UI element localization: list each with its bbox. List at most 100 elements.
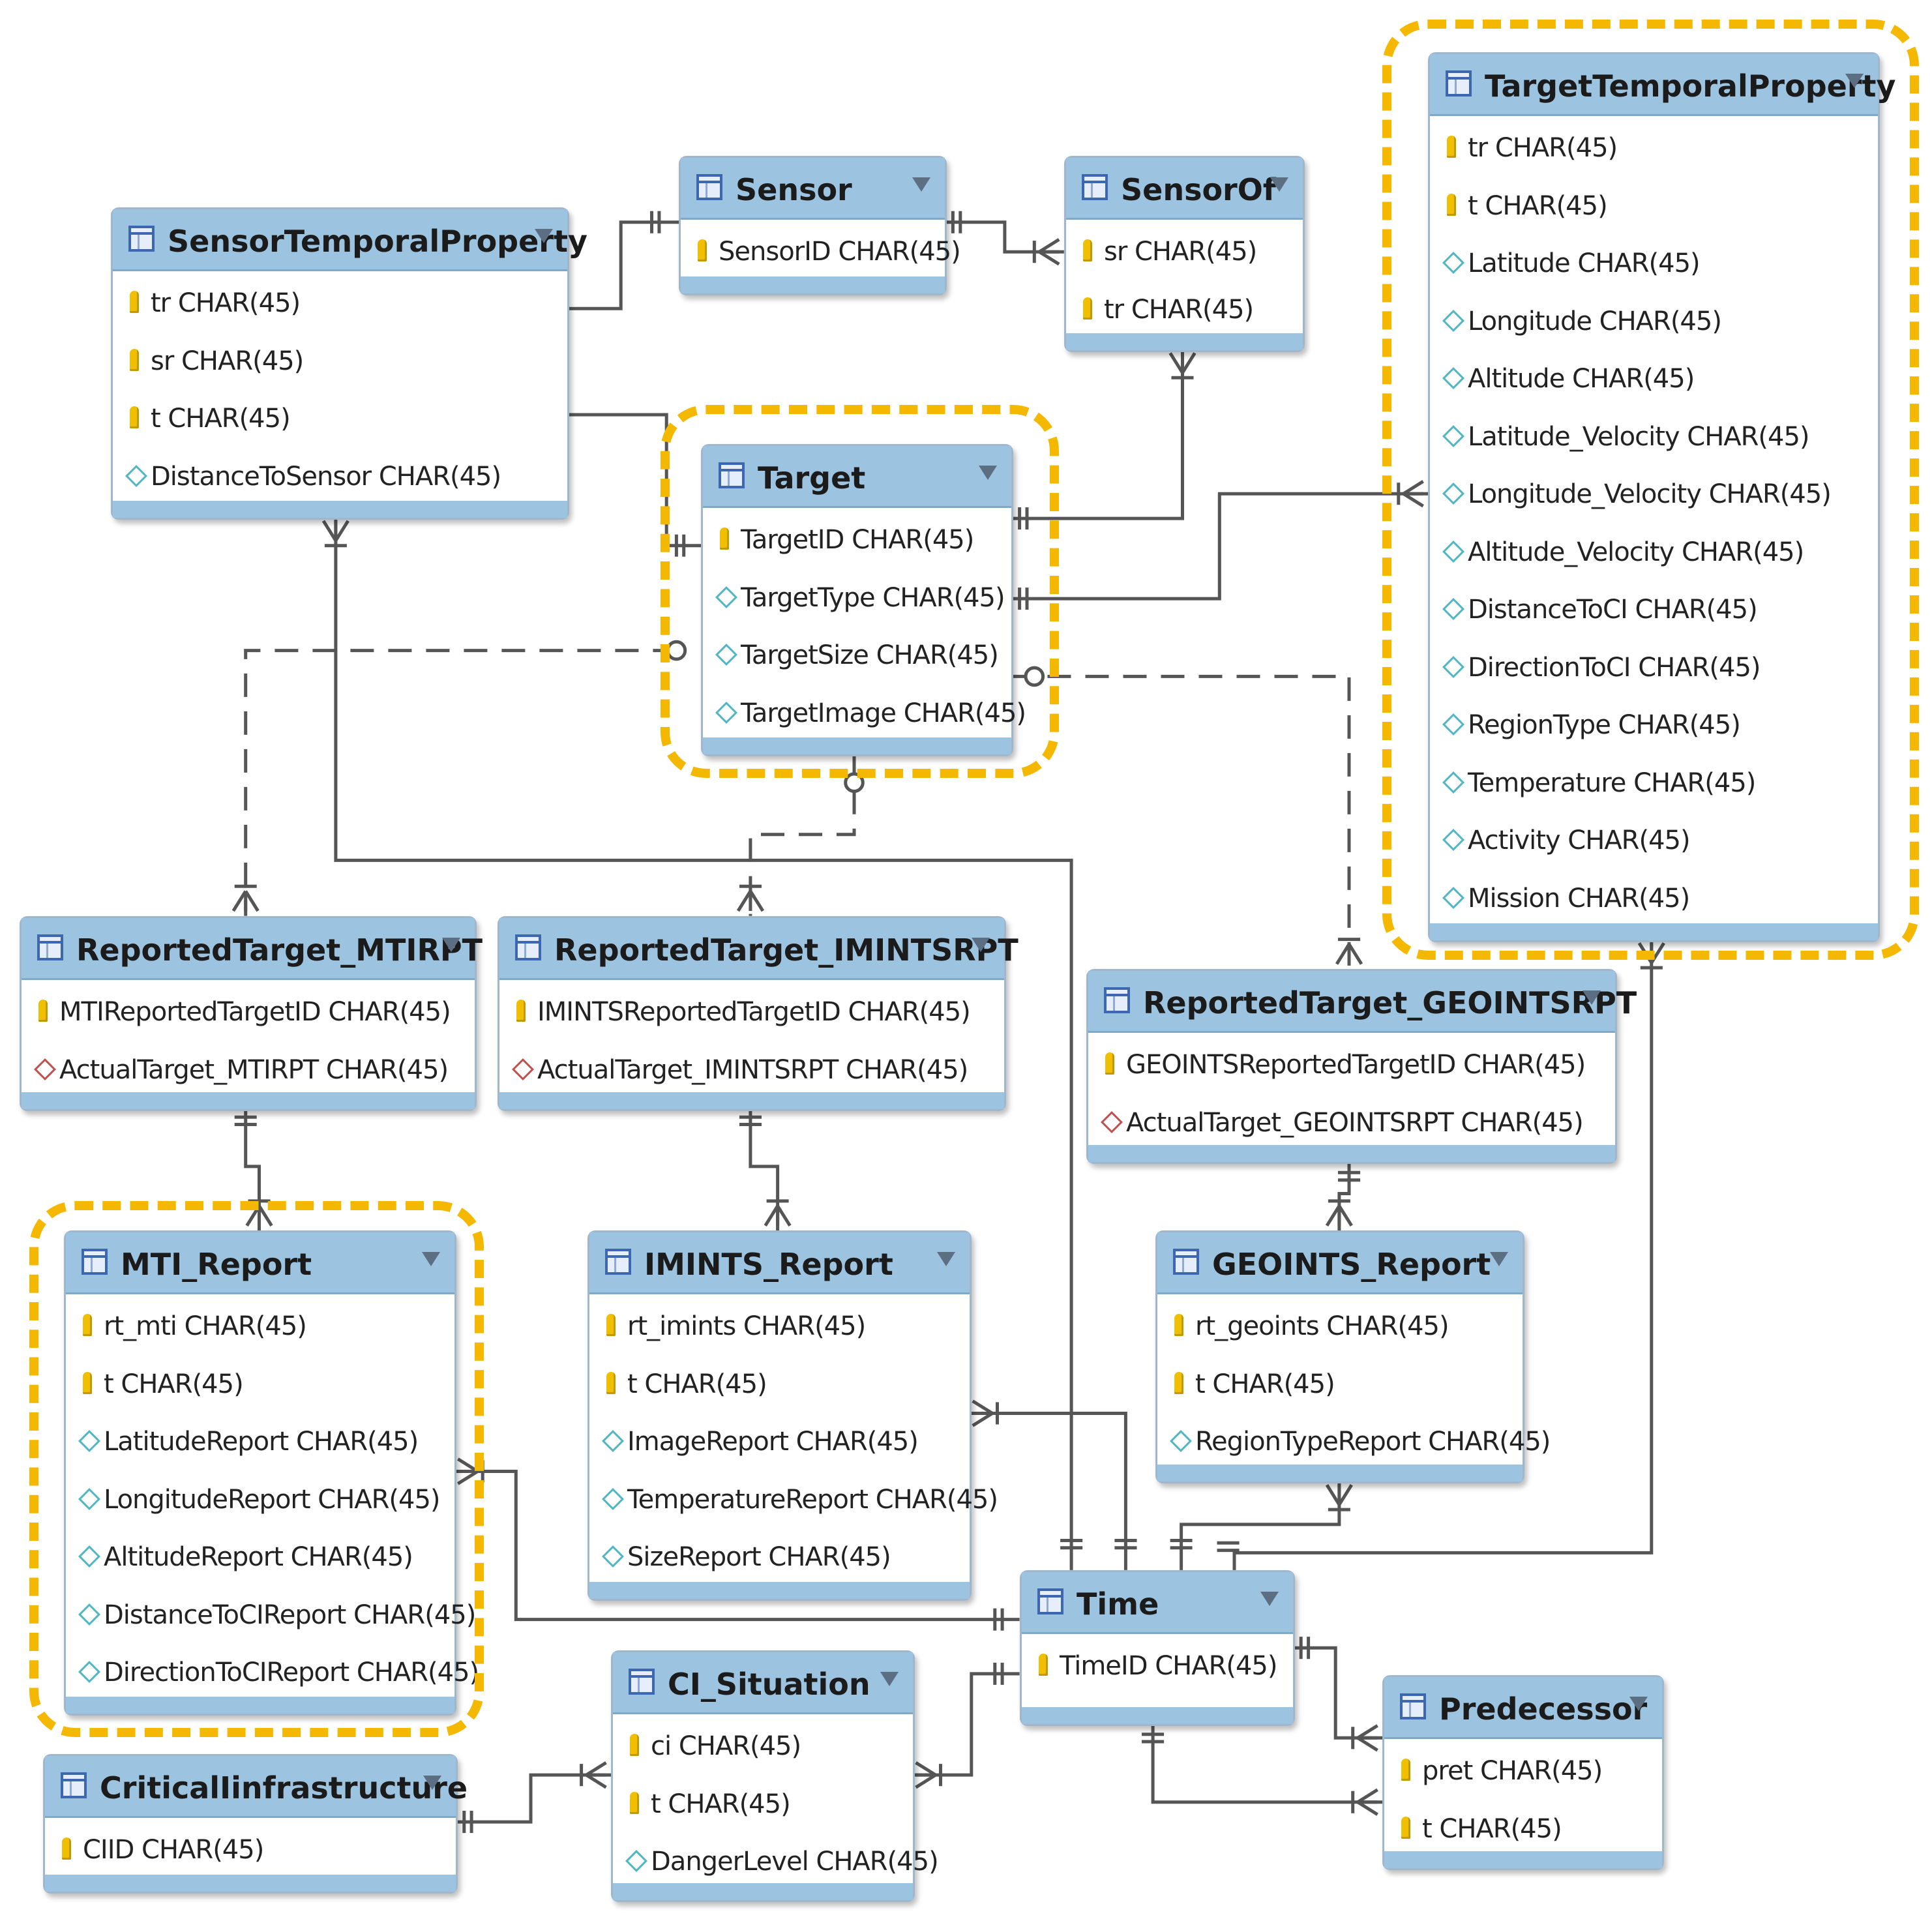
dropdown-arrow-icon[interactable]	[937, 1252, 955, 1266]
column-row[interactable]: DistanceToCIReport CHAR(45)	[66, 1587, 476, 1645]
column-row[interactable]: TemperatureReport CHAR(45)	[589, 1472, 998, 1530]
table-header[interactable]: IMINTS_Report	[589, 1232, 970, 1294]
table-header[interactable]: TargetTemporalProperty	[1430, 54, 1896, 116]
column-row[interactable]: GEOINTSReportedTargetID CHAR(45)	[1088, 1037, 1615, 1095]
table-header[interactable]: CI_Situation	[613, 1652, 913, 1714]
column-row[interactable]: t CHAR(45)	[589, 1356, 970, 1414]
table-header[interactable]: Sensor	[681, 158, 945, 220]
column-row[interactable]: t CHAR(45)	[613, 1776, 913, 1834]
column-row[interactable]: ActualTarget_GEOINTSRPT CHAR(45)	[1088, 1095, 1615, 1153]
table-header[interactable]: SensorOf	[1066, 158, 1303, 220]
optional-relationship-line[interactable]	[749, 752, 856, 916]
column-row[interactable]: SizeReport CHAR(45)	[589, 1529, 970, 1587]
table-header[interactable]: CriticalIinfrastructure	[45, 1756, 468, 1818]
dropdown-arrow-icon[interactable]	[422, 1252, 440, 1266]
column-row[interactable]: ci CHAR(45)	[613, 1718, 913, 1776]
column-row[interactable]: t CHAR(45)	[1384, 1801, 1662, 1859]
relationship-line[interactable]	[453, 1470, 1020, 1622]
table-header[interactable]: SensorTemporalProperty	[113, 209, 587, 271]
dropdown-arrow-icon[interactable]	[442, 938, 460, 952]
column-row[interactable]: t CHAR(45)	[113, 391, 567, 449]
column-row[interactable]: MTIReportedTargetID CHAR(45)	[22, 984, 475, 1042]
column-row[interactable]: ActualTarget_MTIRPT CHAR(45)	[22, 1042, 475, 1100]
column-row[interactable]: CIID CHAR(45)	[45, 1822, 456, 1880]
column-row[interactable]: Longitude CHAR(45)	[1430, 293, 1878, 351]
table-header[interactable]: GEOINTS_Report	[1157, 1232, 1523, 1294]
column-row[interactable]: sr CHAR(45)	[1066, 224, 1303, 282]
column-row[interactable]: Latitude_Velocity CHAR(45)	[1430, 409, 1878, 467]
dropdown-arrow-icon[interactable]	[972, 938, 990, 952]
relationship-line[interactable]	[968, 1412, 1127, 1570]
relationship-line[interactable]	[911, 1672, 1020, 1777]
column-row[interactable]: TimeID CHAR(45)	[1022, 1638, 1293, 1696]
dropdown-arrow-icon[interactable]	[880, 1672, 899, 1686]
column-row[interactable]: TargetSize CHAR(45)	[703, 627, 1011, 685]
relationship-line[interactable]	[1232, 938, 1654, 1570]
dropdown-arrow-icon[interactable]	[535, 229, 553, 243]
relationship-line[interactable]	[565, 413, 702, 548]
relationship-line[interactable]	[334, 516, 1073, 1570]
relationship-line[interactable]	[1009, 492, 1429, 601]
relationship-line[interactable]	[1291, 1646, 1383, 1740]
dropdown-arrow-icon[interactable]	[979, 466, 997, 480]
dropdown-arrow-icon[interactable]	[423, 1776, 441, 1790]
dropdown-arrow-icon[interactable]	[1270, 177, 1288, 192]
table-header[interactable]: Target	[703, 446, 1011, 508]
relationship-line[interactable]	[1151, 1721, 1383, 1804]
column-row[interactable]: LatitudeReport CHAR(45)	[66, 1414, 454, 1472]
table-header[interactable]: Predecessor	[1384, 1677, 1662, 1739]
column-row[interactable]: TargetType CHAR(45)	[703, 570, 1011, 628]
relationship-line[interactable]	[1009, 348, 1184, 520]
column-row[interactable]: Temperature CHAR(45)	[1430, 755, 1878, 813]
table-header[interactable]: ReportedTarget_GEOINTSRPT	[1088, 971, 1637, 1033]
column-row[interactable]: pret CHAR(45)	[1384, 1743, 1662, 1801]
table-header[interactable]: ReportedTarget_MTIRPT	[22, 918, 483, 980]
column-row[interactable]: DirectionToCIReport CHAR(45)	[66, 1644, 479, 1703]
optional-relationship-line[interactable]	[1009, 674, 1351, 969]
column-row[interactable]: TargetImage CHAR(45)	[703, 685, 1026, 743]
column-row[interactable]: rt_mti CHAR(45)	[66, 1298, 454, 1356]
column-row[interactable]: DistanceToCI CHAR(45)	[1430, 582, 1878, 640]
column-row[interactable]: Activity CHAR(45)	[1430, 812, 1878, 870]
column-row[interactable]: ImageReport CHAR(45)	[589, 1414, 970, 1472]
column-row[interactable]: TargetID CHAR(45)	[703, 512, 1011, 570]
column-row[interactable]: t CHAR(45)	[1430, 178, 1878, 236]
column-row[interactable]: t CHAR(45)	[66, 1356, 454, 1414]
dropdown-arrow-icon[interactable]	[1629, 1697, 1648, 1711]
column-row[interactable]: sr CHAR(45)	[113, 333, 567, 391]
column-row[interactable]: SensorID CHAR(45)	[681, 224, 961, 282]
column-row[interactable]: Longitude_Velocity CHAR(45)	[1430, 466, 1878, 524]
table-header[interactable]: MTI_Report	[66, 1232, 454, 1294]
column-row[interactable]: Mission CHAR(45)	[1430, 870, 1878, 929]
relationship-line[interactable]	[749, 1107, 780, 1231]
column-row[interactable]: rt_geoints CHAR(45)	[1157, 1298, 1523, 1356]
column-row[interactable]: DangerLevel CHAR(45)	[613, 1834, 939, 1892]
column-row[interactable]: Altitude_Velocity CHAR(45)	[1430, 524, 1878, 582]
relationship-line[interactable]	[244, 1107, 261, 1231]
table-header[interactable]: ReportedTarget_IMINTSRPT	[499, 918, 1018, 980]
column-row[interactable]: IMINTSReportedTargetID CHAR(45)	[499, 984, 1004, 1042]
column-row[interactable]: DirectionToCI CHAR(45)	[1430, 640, 1878, 698]
column-row[interactable]: ActualTarget_IMINTSRPT CHAR(45)	[499, 1042, 1004, 1100]
dropdown-arrow-icon[interactable]	[1490, 1252, 1508, 1266]
dropdown-arrow-icon[interactable]	[912, 177, 930, 192]
relationship-line[interactable]	[1180, 1480, 1341, 1570]
optional-relationship-line[interactable]	[244, 649, 677, 916]
table-header[interactable]: Time	[1022, 1572, 1293, 1634]
dropdown-arrow-icon[interactable]	[1583, 990, 1601, 1005]
column-row[interactable]: RegionType CHAR(45)	[1430, 697, 1878, 755]
column-row[interactable]: t CHAR(45)	[1157, 1356, 1523, 1414]
